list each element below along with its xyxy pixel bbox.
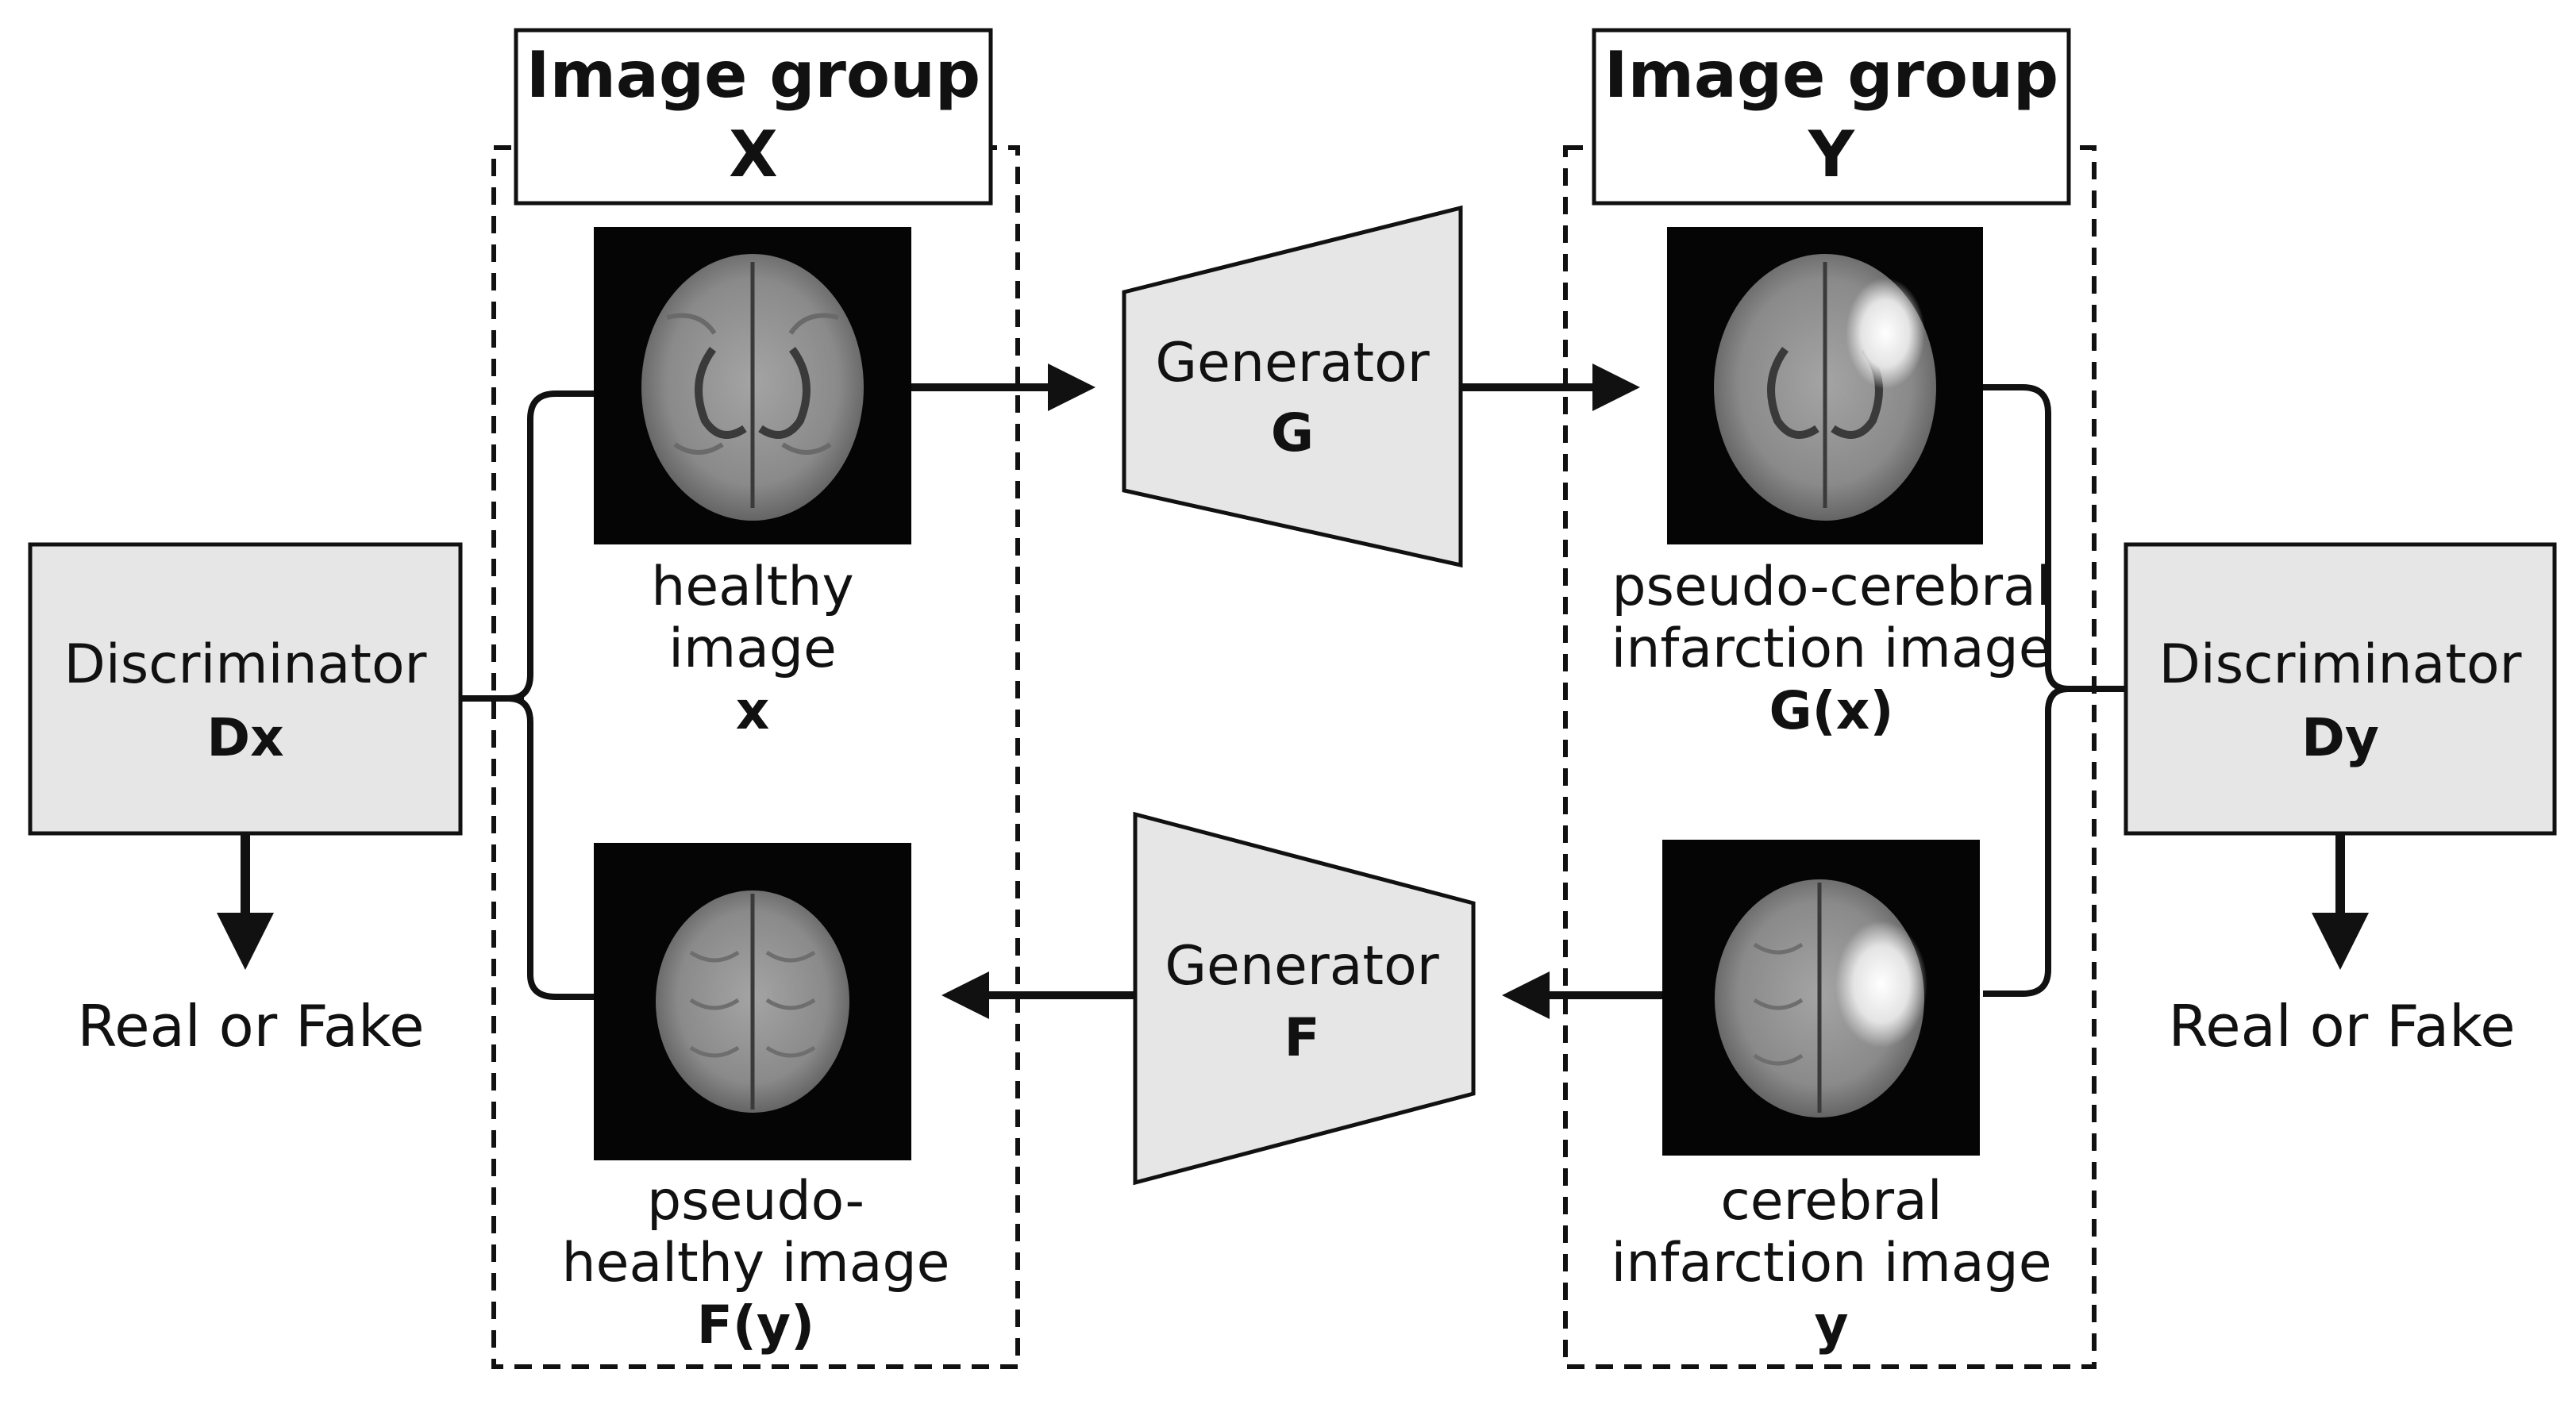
generator-g-symbol: G xyxy=(1271,402,1314,464)
infarction-symbol: y xyxy=(1814,1294,1848,1356)
healthy-image-thumbnail xyxy=(594,227,911,544)
image-group-y-title: Image group xyxy=(1604,38,2058,112)
discriminator-dx-label: Discriminator xyxy=(64,633,426,696)
image-group-y-title-box xyxy=(1592,28,2071,206)
dy-output-label: Real or Fake xyxy=(2169,993,2516,1060)
discriminator-dy-symbol: Dy xyxy=(2301,707,2379,768)
discriminator-dy-block xyxy=(2124,542,2557,836)
discriminator-dx-block xyxy=(28,542,463,836)
infarction-caption-line1: cerebral xyxy=(1720,1170,1942,1233)
dx-output-label: Real or Fake xyxy=(78,993,425,1060)
pseudo-healthy-image-thumbnail xyxy=(594,843,911,1160)
discriminator-dx-symbol: Dx xyxy=(206,707,283,768)
healthy-symbol: x xyxy=(736,680,770,741)
healthy-caption-line2: image xyxy=(668,617,837,680)
pseudo-infarction-caption-line1: pseudo-cerebral xyxy=(1611,556,2050,618)
infarction-caption-line2: infarction image xyxy=(1611,1232,2051,1294)
pseudo-infarction-image-thumbnail xyxy=(1667,227,1983,544)
image-group-x-title-box xyxy=(514,28,993,206)
pseudo-infarction-symbol: G(x) xyxy=(1769,680,1893,741)
pseudo-healthy-caption-line1: pseudo- xyxy=(647,1170,864,1233)
pseudo-healthy-caption-line2: healthy image xyxy=(562,1232,950,1294)
generator-f-label: Generator xyxy=(1165,935,1438,998)
generator-f-block xyxy=(1133,811,1476,1186)
image-group-y-letter: Y xyxy=(1808,117,1855,191)
infarction-image-thumbnail xyxy=(1662,840,1980,1156)
generator-f-symbol: F xyxy=(1284,1007,1319,1068)
healthy-caption-line1: healthy xyxy=(651,556,854,618)
discriminator-dy-label: Discriminator xyxy=(2158,633,2521,696)
image-group-x-title: Image group xyxy=(526,38,980,112)
generator-g-label: Generator xyxy=(1155,332,1429,394)
pseudo-infarction-caption-line2: infarction image xyxy=(1611,617,2051,680)
generator-g-block xyxy=(1122,205,1463,568)
pseudo-healthy-symbol: F(y) xyxy=(697,1294,814,1356)
dy-input-bracket xyxy=(1983,384,2070,997)
image-group-x-letter: X xyxy=(729,117,778,191)
